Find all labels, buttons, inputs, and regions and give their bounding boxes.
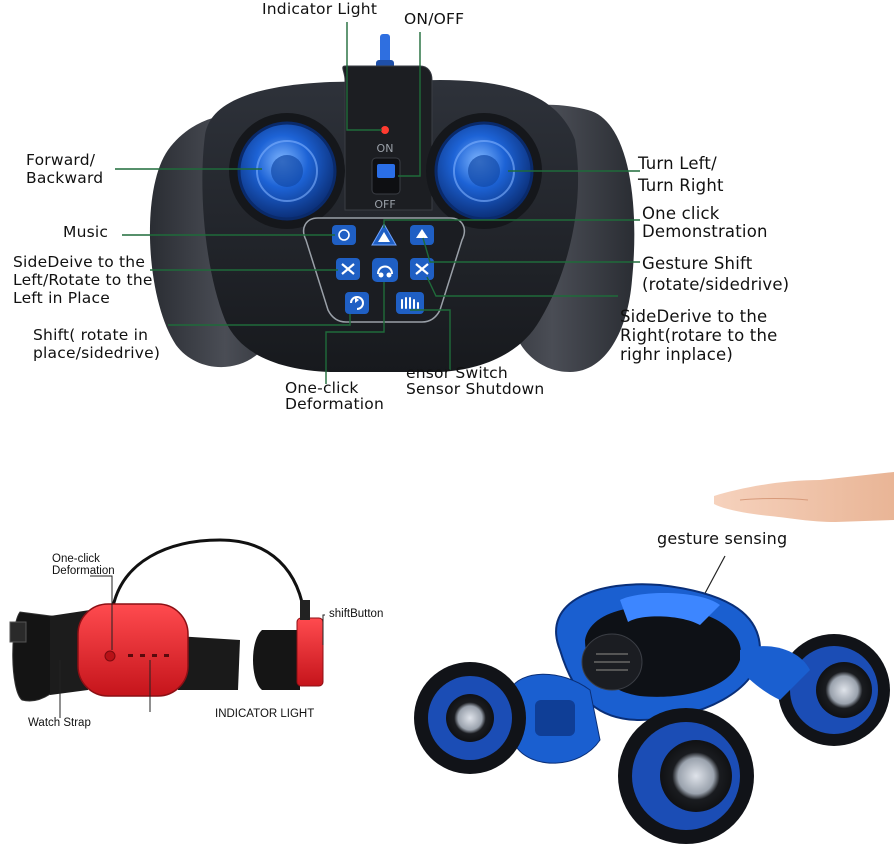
label-one-click-demonstration: One click Demonstration	[642, 204, 768, 241]
switch-on-mark: ON	[377, 142, 394, 155]
indicator-led	[381, 126, 389, 134]
label-on-off: ON/OFF	[404, 10, 465, 28]
label-shift-button: shiftButton	[329, 608, 384, 620]
watch-body	[77, 603, 189, 697]
watch-cable	[110, 538, 307, 621]
rear-wheel-icon	[778, 634, 890, 746]
remote-control: ON OFF	[149, 34, 635, 373]
left-joystick-icon[interactable]	[229, 113, 345, 229]
watch-icon	[9, 538, 324, 702]
right-joystick-icon[interactable]	[426, 113, 542, 229]
deformation-button[interactable]	[104, 650, 116, 662]
deformation-icon[interactable]	[372, 258, 398, 282]
stunt-car-icon	[414, 583, 890, 844]
sensor-hand-icon[interactable]	[396, 292, 424, 314]
label-sidedrive-left: SideDeive to the Left/Rotate to the Left…	[13, 253, 153, 307]
label-one-click-deformation: One-click Deformation	[285, 379, 384, 413]
hand-icon	[714, 472, 894, 522]
remote-leader-lines	[115, 22, 640, 384]
label-watch-deformation: One-click Deformation	[52, 553, 115, 577]
sidedrive-right-icon[interactable]	[410, 258, 434, 280]
label-forward-backward: Forward/ Backward	[26, 151, 104, 187]
label-gesture-shift: Gesture Shift (rotate/sidedrive)	[642, 254, 790, 294]
label-sidedrive-right: SideDerive to the Right(rotare to the ri…	[620, 307, 778, 364]
label-watch-strap: Watch Strap	[28, 717, 91, 729]
switch-off-mark: OFF	[374, 198, 395, 211]
antenna	[380, 34, 390, 66]
label-indicator-light: Indicator Light	[262, 0, 378, 18]
label-sensor: ensor Switch Sensor Shutdown	[406, 364, 545, 398]
gesture-icon[interactable]	[410, 225, 434, 245]
watch-leader-lines	[59, 575, 325, 718]
label-indicator-light-watch: INDICATOR LIGHT	[215, 708, 315, 720]
label-music: Music	[63, 223, 109, 241]
label-shift: Shift( rotate in place/sidedrive)	[33, 326, 161, 362]
demo-icon[interactable]	[371, 222, 397, 246]
label-turn: Turn Left/ Turn Right	[638, 154, 724, 195]
music-icon[interactable]	[332, 225, 356, 245]
shift-button[interactable]	[296, 617, 324, 687]
front-wheel-icon	[618, 708, 754, 844]
shift-icon[interactable]	[345, 292, 369, 314]
sidedrive-left-icon[interactable]	[336, 258, 360, 280]
label-gesture-sensing: gesture sensing	[657, 529, 788, 548]
left-wheel-icon	[414, 662, 526, 774]
